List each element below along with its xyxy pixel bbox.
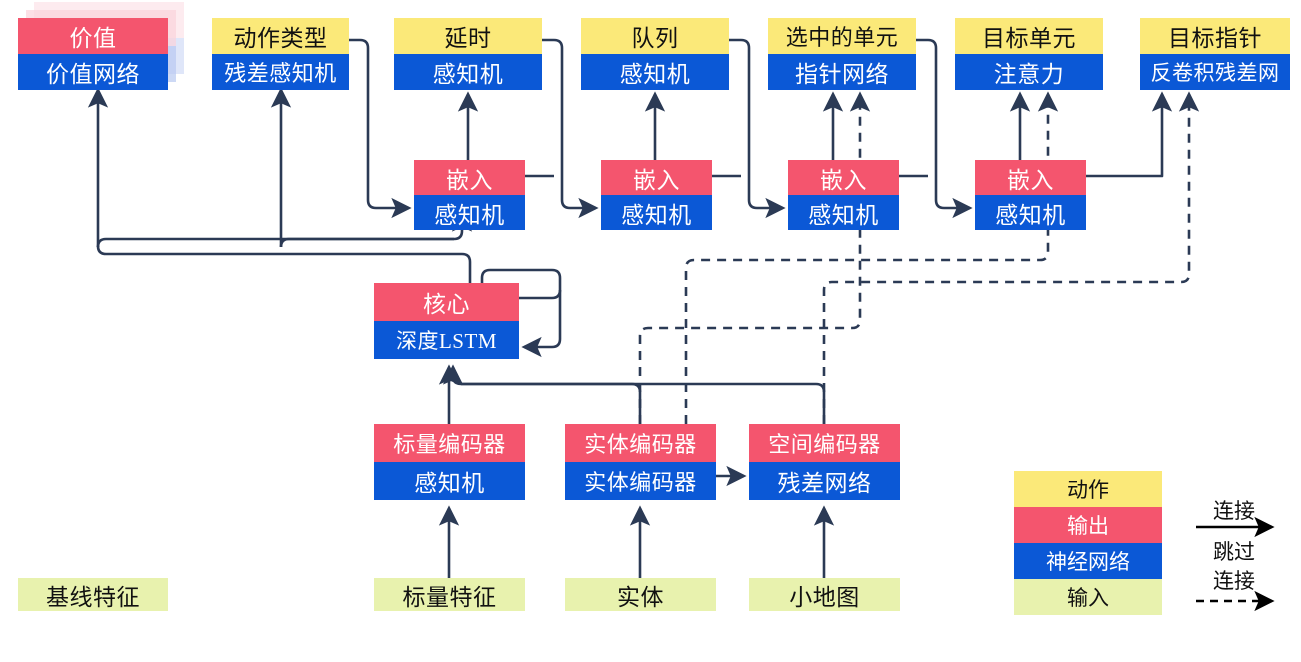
node-entities[interactable]: 实体	[565, 578, 716, 611]
wire-queued-to-embed3	[729, 38, 786, 219]
node-queued[interactable]: 队列感知机	[581, 18, 729, 90]
node-action_type[interactable]: 动作类型残差感知机	[212, 18, 349, 90]
legend-arrows	[1196, 516, 1275, 612]
node-entity_encoder-bottom-label: 实体编码器	[565, 462, 716, 500]
node-scalar_features[interactable]: 标量特征	[374, 578, 525, 611]
node-embed3-bottom-label: 感知机	[788, 195, 899, 230]
node-embed1-top-label: 嵌入	[414, 160, 525, 195]
node-entities-top-label: 实体	[565, 578, 716, 611]
node-embed2-top-label: 嵌入	[601, 160, 712, 195]
wire-selected-units-to-embed4	[916, 38, 973, 219]
wire-action-type-to-embed1	[349, 38, 412, 219]
skip-spatial-encoder-to-target-point	[822, 91, 1200, 424]
node-queued-bottom-label: 感知机	[581, 54, 729, 90]
node-embed1[interactable]: 嵌入感知机	[414, 160, 525, 230]
wire-bus-left	[96, 245, 472, 263]
node-core-bottom-label: 深度LSTM	[374, 321, 519, 359]
node-target_unit-bottom-label: 注意力	[955, 54, 1103, 90]
node-delay-bottom-label: 感知机	[394, 54, 542, 90]
skip-entity-encoder-to-target-unit	[684, 91, 1059, 424]
node-minimap[interactable]: 小地图	[749, 578, 900, 611]
legend-swatch-input: 输入	[1014, 579, 1162, 615]
wire-target-chain-riser	[1086, 94, 1164, 178]
node-embed4[interactable]: 嵌入感知机	[975, 160, 1086, 230]
node-embed2-bottom-label: 感知机	[601, 195, 712, 230]
legend-skip-label-line2: 连接	[1213, 569, 1255, 593]
legend-swatch-action: 动作	[1014, 471, 1162, 507]
legend-swatch-network: 神经网络	[1014, 543, 1162, 579]
node-target_point-bottom-label: 反卷积残差网	[1140, 54, 1290, 90]
node-target_point[interactable]: 目标指针反卷积残差网	[1140, 18, 1290, 90]
legend-connection-label: 连接	[1213, 499, 1255, 523]
wire-bus-action-type-join	[279, 237, 454, 248]
node-core[interactable]: 核心深度LSTM	[374, 283, 519, 359]
wire-core-recurrent-out	[480, 268, 562, 300]
node-spatial_encoder-top-label: 空间编码器	[749, 424, 900, 462]
legend-skip-label-line1: 跳过	[1213, 540, 1255, 564]
node-minimap-top-label: 小地图	[749, 578, 900, 611]
node-baseline_features-top-label: 基线特征	[18, 578, 168, 611]
legend-swatch-output: 输出	[1014, 507, 1162, 543]
node-target_unit[interactable]: 目标单元注意力	[955, 18, 1103, 90]
node-entity_encoder-top-label: 实体编码器	[565, 424, 716, 462]
legend-swatch-stack: 动作输出神经网络输入	[1014, 471, 1162, 615]
node-value-top-label: 价值	[18, 18, 168, 54]
node-entity_encoder[interactable]: 实体编码器实体编码器	[565, 424, 716, 500]
node-scalar_encoder[interactable]: 标量编码器感知机	[374, 424, 525, 500]
node-embed3[interactable]: 嵌入感知机	[788, 160, 899, 230]
node-delay[interactable]: 延时感知机	[394, 18, 542, 90]
wire-entity-encoder-to-core	[442, 364, 642, 424]
wire-spatial-encoder-to-core	[461, 382, 826, 424]
node-selected_units-top-label: 选中的单元	[768, 18, 916, 54]
node-scalar_encoder-top-label: 标量编码器	[374, 424, 525, 462]
node-embed4-top-label: 嵌入	[975, 160, 1086, 195]
node-spatial_encoder-bottom-label: 残差网络	[749, 462, 900, 500]
node-scalar_features-top-label: 标量特征	[374, 578, 525, 611]
node-delay-top-label: 延时	[394, 18, 542, 54]
node-value[interactable]: 价值价值网络	[18, 2, 184, 90]
node-action_type-top-label: 动作类型	[212, 18, 349, 54]
node-scalar_encoder-bottom-label: 感知机	[374, 462, 525, 500]
wire-core-recurrent-in	[521, 290, 562, 358]
node-selected_units[interactable]: 选中的单元指针网络	[768, 18, 916, 90]
node-baseline_features[interactable]: 基线特征	[18, 578, 168, 611]
node-target_unit-top-label: 目标单元	[955, 18, 1103, 54]
node-queued-top-label: 队列	[581, 18, 729, 54]
node-target_point-top-label: 目标指针	[1140, 18, 1290, 54]
wire-delay-to-embed2	[542, 38, 599, 219]
node-embed2[interactable]: 嵌入感知机	[601, 160, 712, 230]
node-embed4-bottom-label: 感知机	[975, 195, 1086, 230]
node-embed1-bottom-label: 感知机	[414, 195, 525, 230]
node-selected_units-bottom-label: 指针网络	[768, 54, 916, 90]
node-action_type-bottom-label: 残差感知机	[212, 54, 349, 90]
node-embed3-top-label: 嵌入	[788, 160, 899, 195]
node-value-bottom-label: 价值网络	[18, 54, 168, 90]
node-spatial_encoder[interactable]: 空间编码器残差网络	[749, 424, 900, 500]
node-core-top-label: 核心	[374, 283, 519, 321]
